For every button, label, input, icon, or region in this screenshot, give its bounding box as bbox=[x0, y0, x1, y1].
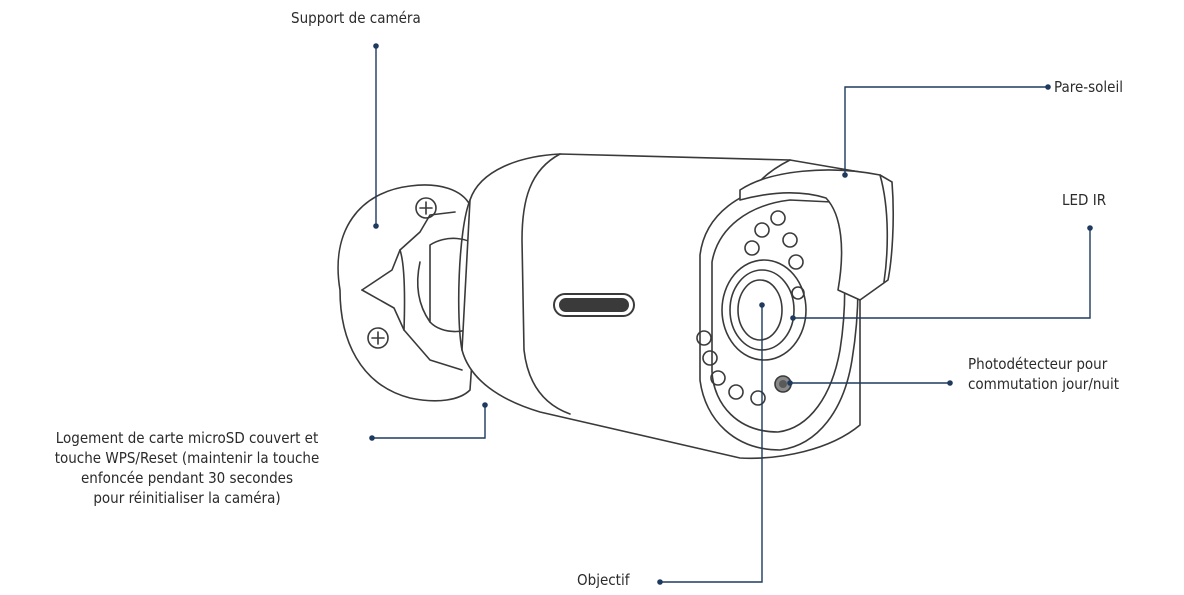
abus-badge bbox=[553, 293, 635, 317]
label-photodetector-line-2: commutation jour/nuit bbox=[968, 375, 1120, 393]
leader-led-ir bbox=[793, 228, 1091, 319]
lens bbox=[721, 259, 807, 361]
label-led-ir: LED IR bbox=[1062, 191, 1107, 209]
leader-microsd bbox=[372, 405, 486, 439]
sunshade bbox=[739, 169, 895, 301]
label-photodetector: Photodétecteur pour commutation jour/nui… bbox=[968, 354, 1178, 394]
leader-dots bbox=[369, 43, 1093, 585]
label-mount: Support de caméra bbox=[291, 9, 421, 27]
ir-led-ring bbox=[696, 210, 805, 406]
camera-illustration bbox=[337, 153, 895, 460]
label-microsd: Logement de carte microSD couvert et tou… bbox=[2, 428, 372, 508]
label-microsd-line-4: pour réinitialiser la caméra) bbox=[93, 489, 281, 507]
label-microsd-line-1: Logement de carte microSD couvert et bbox=[55, 429, 319, 447]
label-lens: Objectif bbox=[577, 571, 630, 589]
leader-sunshade bbox=[844, 86, 1048, 175]
label-microsd-line-2: touche WPS/Reset (maintenir la touche bbox=[54, 449, 320, 467]
photodetector bbox=[774, 375, 792, 393]
label-microsd-line-3: enfoncée pendant 30 secondes bbox=[80, 469, 294, 487]
label-sunshade: Pare-soleil bbox=[1054, 78, 1123, 96]
leader-lens bbox=[660, 305, 763, 583]
label-photodetector-line-1: Photodétecteur pour bbox=[968, 355, 1108, 373]
leader-lines bbox=[372, 46, 1091, 583]
